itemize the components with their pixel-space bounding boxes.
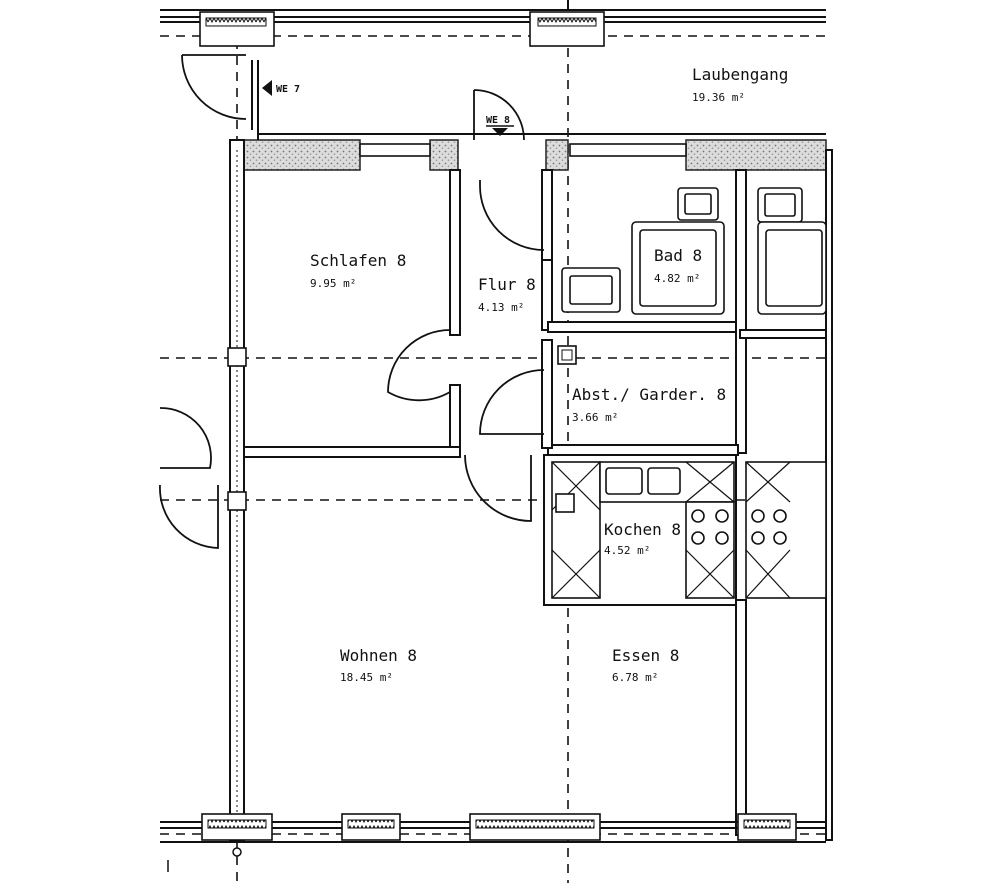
room-wohnen-name: Wohnen 8 — [340, 646, 417, 665]
bottom-facade — [160, 813, 826, 857]
entrance-arrow-icon — [492, 128, 508, 136]
top-facade — [160, 0, 826, 47]
room-bad-name: Bad 8 — [654, 246, 702, 265]
room-laubengang-name: Laubengang — [692, 65, 788, 84]
room-flur-name: Flur 8 — [478, 275, 536, 294]
room-abst-area: 3.66 m² — [572, 411, 618, 424]
interior-walls — [243, 149, 833, 841]
room-schlafen-name: Schlafen 8 — [310, 251, 406, 270]
room-schlafen-area: 9.95 m² — [310, 277, 356, 290]
room-essen-area: 6.78 m² — [612, 671, 658, 684]
room-wohnen-area: 18.45 m² — [340, 671, 393, 684]
entrance-we8: WE 8 — [486, 115, 510, 126]
door-swings — [159, 54, 545, 549]
room-essen-name: Essen 8 — [612, 646, 679, 665]
axis-lines — [160, 0, 830, 883]
room-flur-area: 4.13 m² — [478, 301, 524, 314]
room-kochen-name: Kochen 8 — [604, 520, 681, 539]
entrance-arrow-icon — [262, 80, 272, 96]
room-laubengang-area: 19.36 m² — [692, 91, 745, 104]
room-abst-name: Abst./ Garder. 8 — [572, 385, 726, 404]
kitchen-units — [543, 454, 827, 606]
room-bad-area: 4.82 m² — [654, 272, 700, 285]
bathroom-fixtures — [561, 187, 827, 315]
corridor-wall — [231, 60, 827, 171]
room-kochen-area: 4.52 m² — [604, 544, 650, 557]
left-exterior-wall — [227, 139, 247, 841]
entrance-we7: WE 7 — [276, 84, 300, 95]
